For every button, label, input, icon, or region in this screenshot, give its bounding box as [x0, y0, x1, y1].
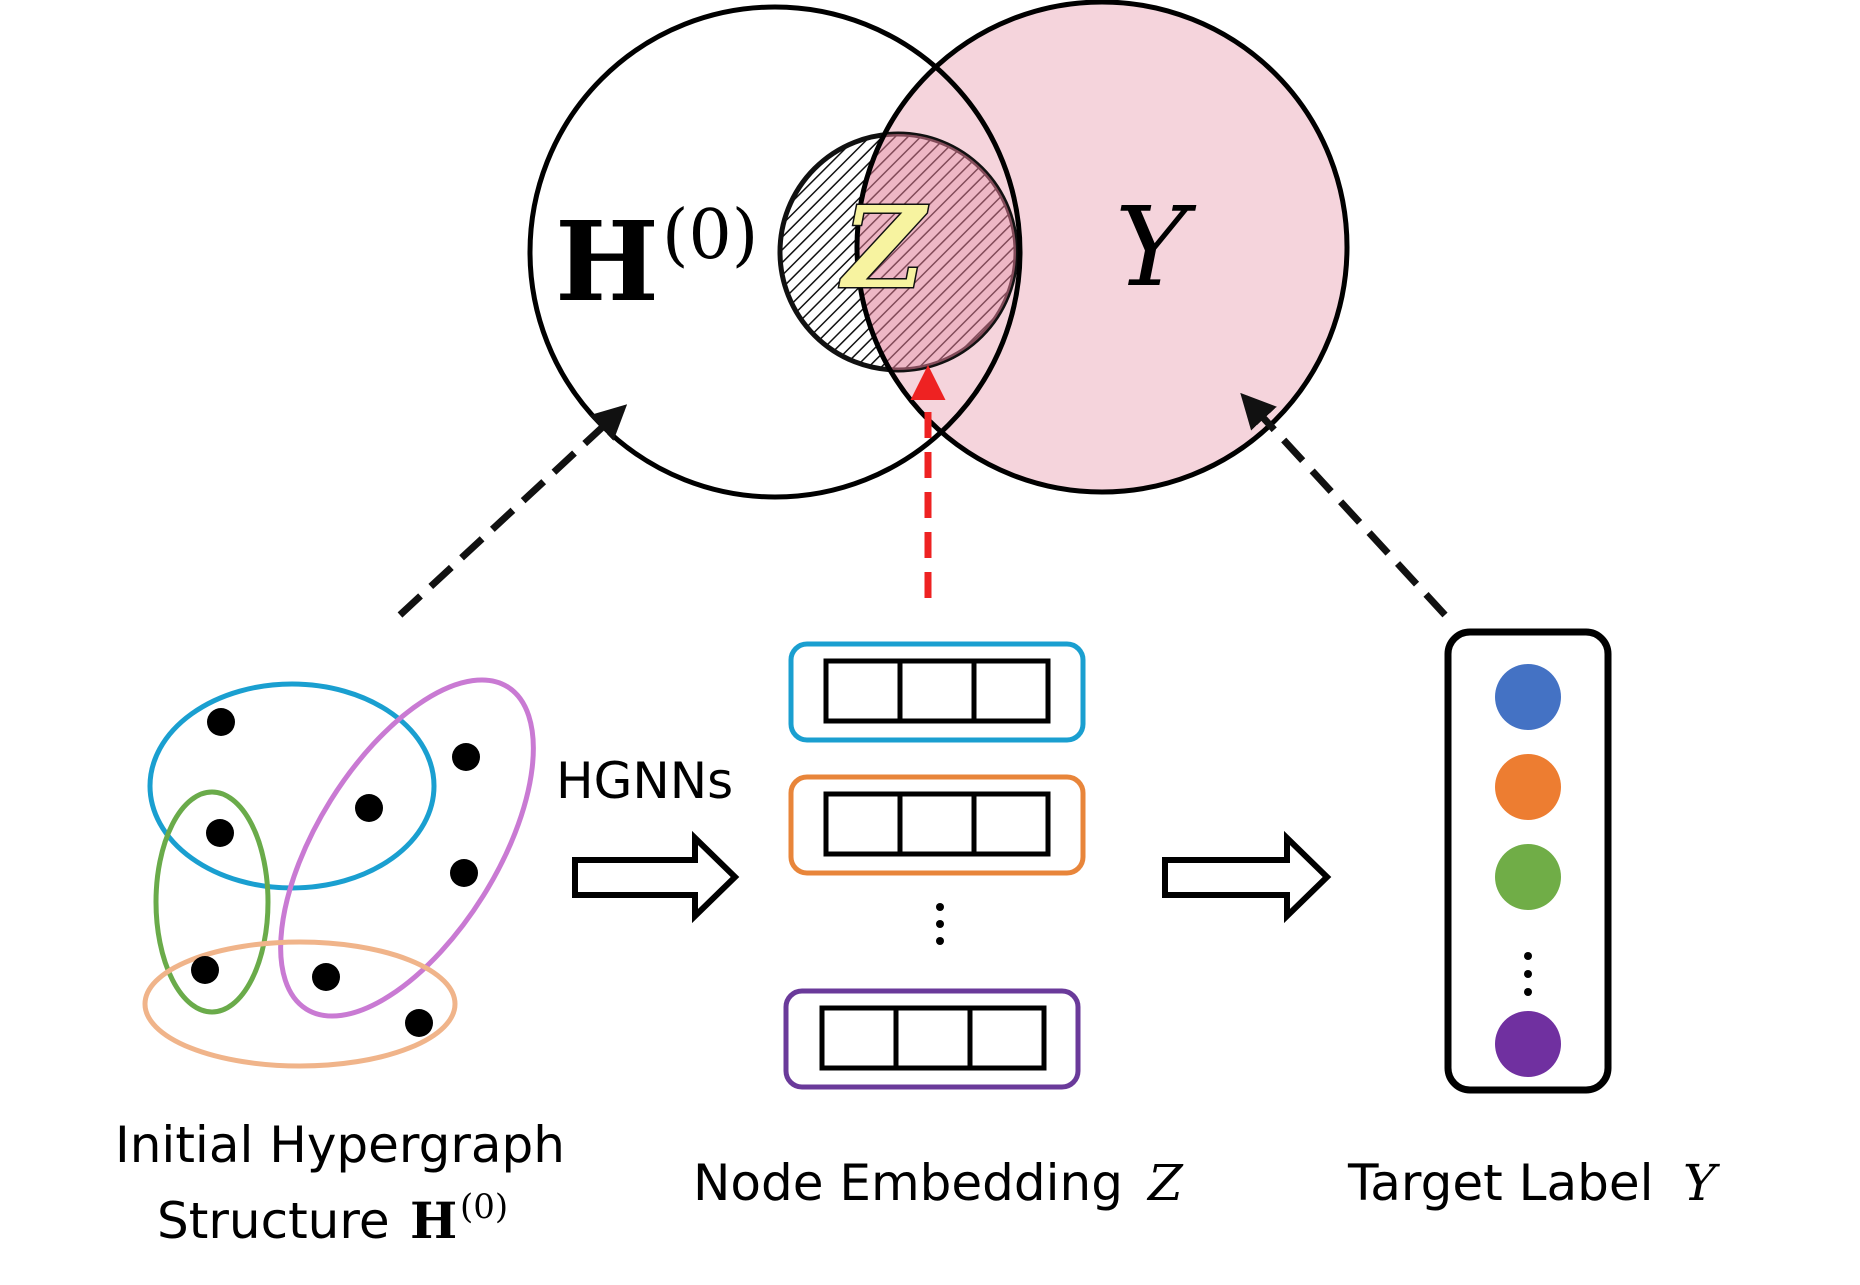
hypergraph-node	[191, 956, 219, 984]
hypergraph-node	[206, 819, 234, 847]
hyperedge-green	[153, 789, 271, 1015]
hypergraph-node	[355, 794, 383, 822]
prediction-arrow	[1162, 830, 1332, 924]
label-class-green	[1495, 844, 1561, 910]
label-ellipsis-dot	[1524, 970, 1532, 978]
hyperedge-blue	[147, 681, 437, 891]
embedding-ellipsis-dot	[936, 920, 944, 928]
hyperedge-orange	[142, 939, 458, 1069]
hypergraph-caption-line1: Initial Hypergraph	[115, 1116, 565, 1174]
hypergraph-caption-symbol: H	[410, 1191, 457, 1250]
label-class-orange	[1495, 754, 1561, 820]
embedding-ellipsis-dot	[936, 937, 944, 945]
venn-diagram: H (0) Z Y	[527, 0, 1350, 500]
hgnn-label: HGNNs	[556, 752, 733, 810]
hypergraph-caption-superscript: (0)	[460, 1187, 508, 1227]
z-y-overlap	[857, 134, 1016, 370]
label-ellipsis-dot	[1524, 988, 1532, 996]
hgnn-arrow	[572, 830, 740, 924]
embedding-caption-symbol: Z	[1146, 1154, 1184, 1212]
embedding-ellipsis-dot	[936, 903, 944, 911]
hypergraph-node	[405, 1009, 433, 1037]
embedding-caption-prefix: Node Embedding	[693, 1154, 1123, 1212]
hypergraph-caption-line2: Structure	[157, 1192, 390, 1250]
label-class-blue	[1495, 664, 1561, 730]
arrow-label-to-y	[1240, 392, 1448, 618]
arrow-hypergraph-to-h0	[397, 404, 628, 618]
h0-circle	[527, 4, 1023, 500]
label-caption-symbol: Y	[1683, 1154, 1720, 1212]
venn-z-symbol: Z	[839, 183, 929, 314]
hypergraph-node	[312, 963, 340, 991]
node-embedding: Node Embedding Z	[693, 641, 1184, 1212]
label-caption-prefix: Target Label	[1347, 1154, 1653, 1212]
hypergraph-node	[450, 859, 478, 887]
hypergraph-caption-prefix: Structure	[157, 1192, 390, 1250]
label-ellipsis-dot	[1524, 952, 1532, 960]
hypergraph-node	[207, 708, 235, 736]
hyperedge-purple	[278, 677, 536, 1019]
venn-h0-symbol: H	[555, 197, 659, 326]
label-class-purple	[1495, 1011, 1561, 1077]
hypergraph-node	[452, 743, 480, 771]
y-circle	[854, 0, 1350, 495]
hypergraph: Initial Hypergraph Structure H (0)	[115, 677, 565, 1250]
target-labels: Target Label Y	[1347, 628, 1720, 1212]
venn-y-symbol: Y	[1115, 183, 1197, 311]
y-circle-fill	[857, 2, 1347, 492]
venn-h0-superscript: (0)	[662, 196, 758, 275]
